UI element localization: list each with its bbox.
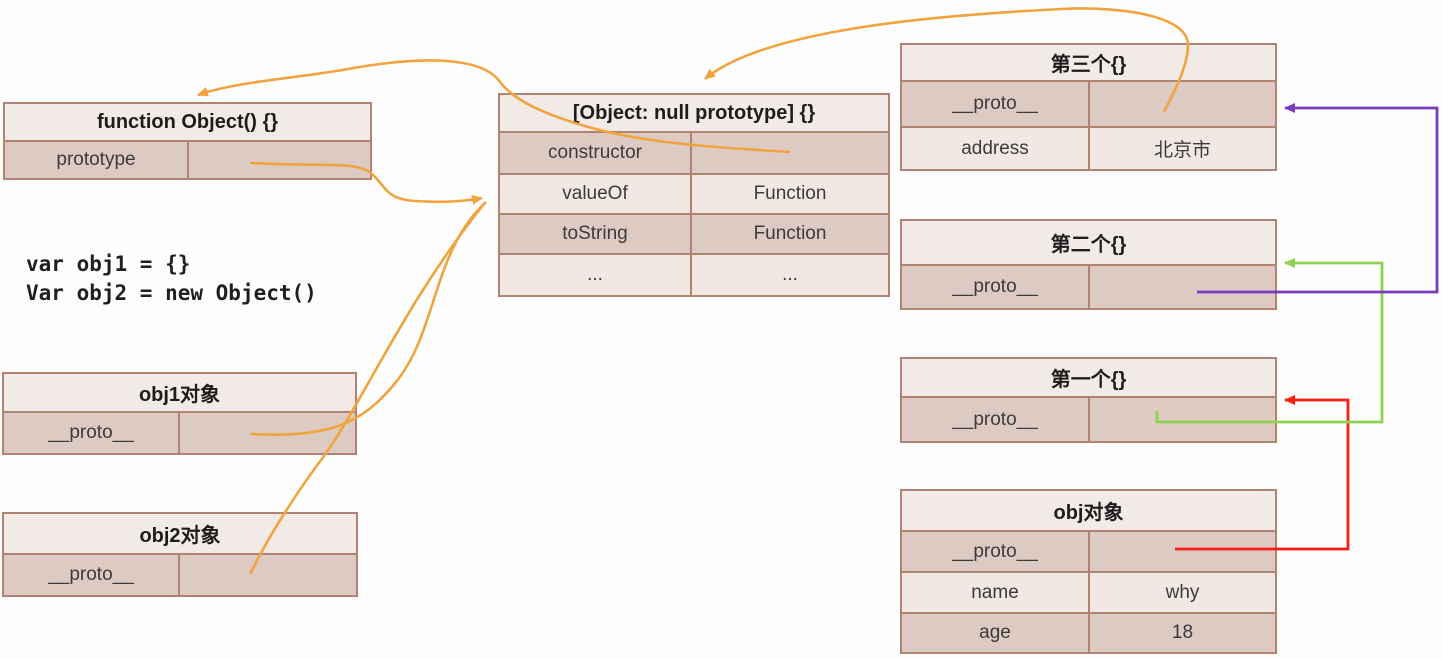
object-prototype-tostring-value: Function [692,215,888,253]
box-obj2: obj2对象 __proto__ [2,512,358,597]
box-function-object-title: function Object() {} [5,104,370,142]
obj-proto-value [1090,532,1275,571]
object-prototype-ellipsis-value: ... [692,255,888,295]
box-second-title: 第二个{} [902,221,1275,266]
object-prototype-ellipsis-key: ... [500,255,692,295]
obj-proto-key: __proto__ [902,532,1090,571]
obj-name-key: name [902,573,1090,612]
object-prototype-constructor-key: constructor [500,133,692,173]
obj-age-key: age [902,614,1090,652]
obj2-proto-value [180,555,356,595]
third-proto-key: __proto__ [902,82,1090,126]
box-obj: obj对象 __proto__ name why age 18 [900,489,1277,654]
obj-age-value: 18 [1090,614,1275,652]
box-second: 第二个{} __proto__ [900,219,1277,310]
object-prototype-tostring-key: toString [500,215,692,253]
code-line-2: Var obj2 = new Object() [26,281,317,305]
box-obj1-title: obj1对象 [4,374,355,413]
third-proto-value [1090,82,1275,126]
obj1-proto-key: __proto__ [4,413,180,453]
second-proto-key: __proto__ [902,266,1090,308]
object-prototype-constructor-value [692,133,888,173]
obj-name-value: why [1090,573,1275,612]
box-function-object: function Object() {} prototype [3,102,372,180]
object-prototype-valueof-key: valueOf [500,175,692,213]
box-first: 第一个{} __proto__ [900,357,1277,443]
third-address-key: address [902,128,1090,169]
box-third: 第三个{} __proto__ address 北京市 [900,43,1277,171]
obj2-proto-key: __proto__ [4,555,180,595]
function-object-prototype-value [189,142,370,178]
box-obj-title: obj对象 [902,491,1275,532]
box-first-title: 第一个{} [902,359,1275,398]
code-snippet: var obj1 = {} Var obj2 = new Object() [26,250,317,308]
box-obj1: obj1对象 __proto__ [2,372,357,455]
obj1-proto-value [180,413,355,453]
box-obj2-title: obj2对象 [4,514,356,555]
code-line-1: var obj1 = {} [26,252,191,276]
box-object-null-prototype-title: [Object: null prototype] {} [500,95,888,133]
second-proto-value [1090,266,1275,308]
object-prototype-valueof-value: Function [692,175,888,213]
function-object-prototype-key: prototype [5,142,189,178]
first-proto-value [1090,398,1275,441]
box-object-null-prototype: [Object: null prototype] {} constructor … [498,93,890,297]
third-address-value: 北京市 [1090,128,1275,169]
first-proto-key: __proto__ [902,398,1090,441]
box-third-title: 第三个{} [902,45,1275,82]
